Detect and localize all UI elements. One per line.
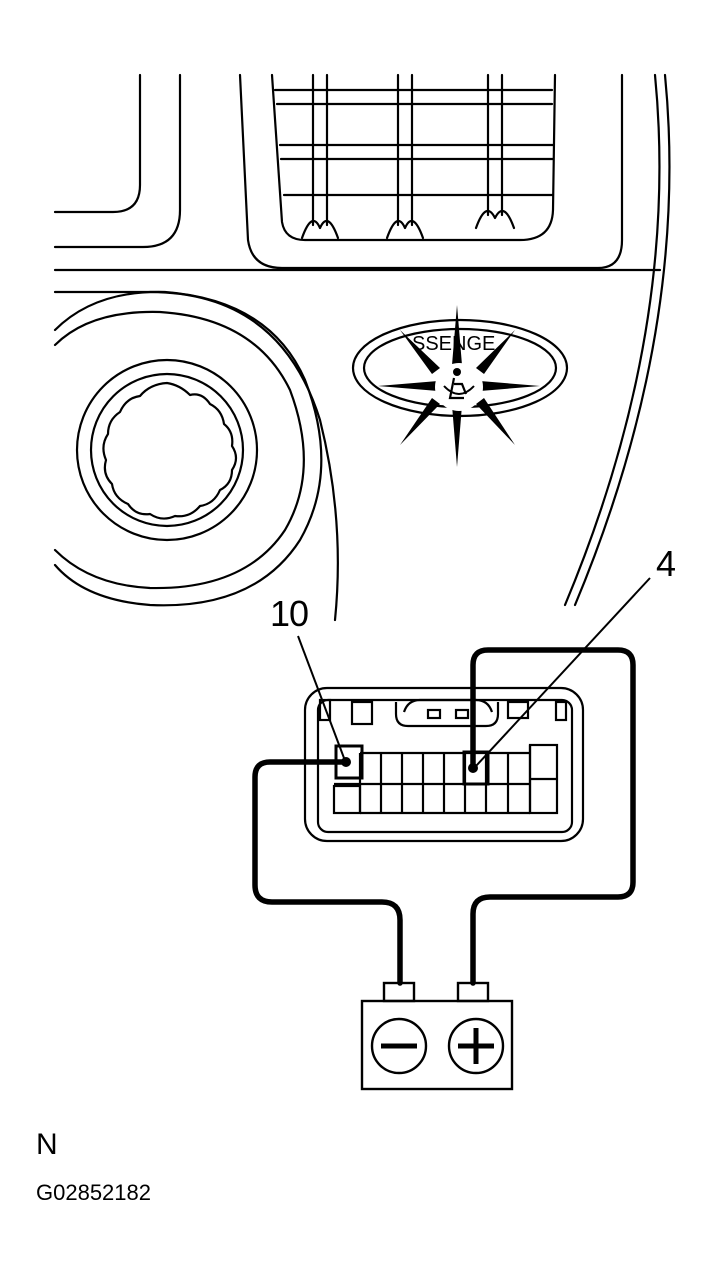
callout-pin-10: 10 [270, 593, 309, 634]
air-vent [238, 73, 624, 270]
minus-icon [370, 1017, 428, 1075]
seat-occupant-airbag-icon [435, 363, 483, 411]
callout-leaders [297, 577, 651, 767]
light-burst [378, 305, 540, 467]
control-knob [53, 290, 323, 607]
negative-lead [252, 759, 403, 986]
terminal-4 [462, 750, 490, 786]
note-letter: N [36, 1128, 58, 1161]
plus-icon [447, 1017, 505, 1075]
test-leads [252, 647, 636, 986]
battery [360, 981, 514, 1091]
figure-code: G02852182 [36, 1180, 151, 1205]
callout-pin-4: 4 [656, 543, 677, 584]
airbag-indicator-text: SSENGE [412, 333, 495, 355]
positive-lead [470, 647, 636, 986]
